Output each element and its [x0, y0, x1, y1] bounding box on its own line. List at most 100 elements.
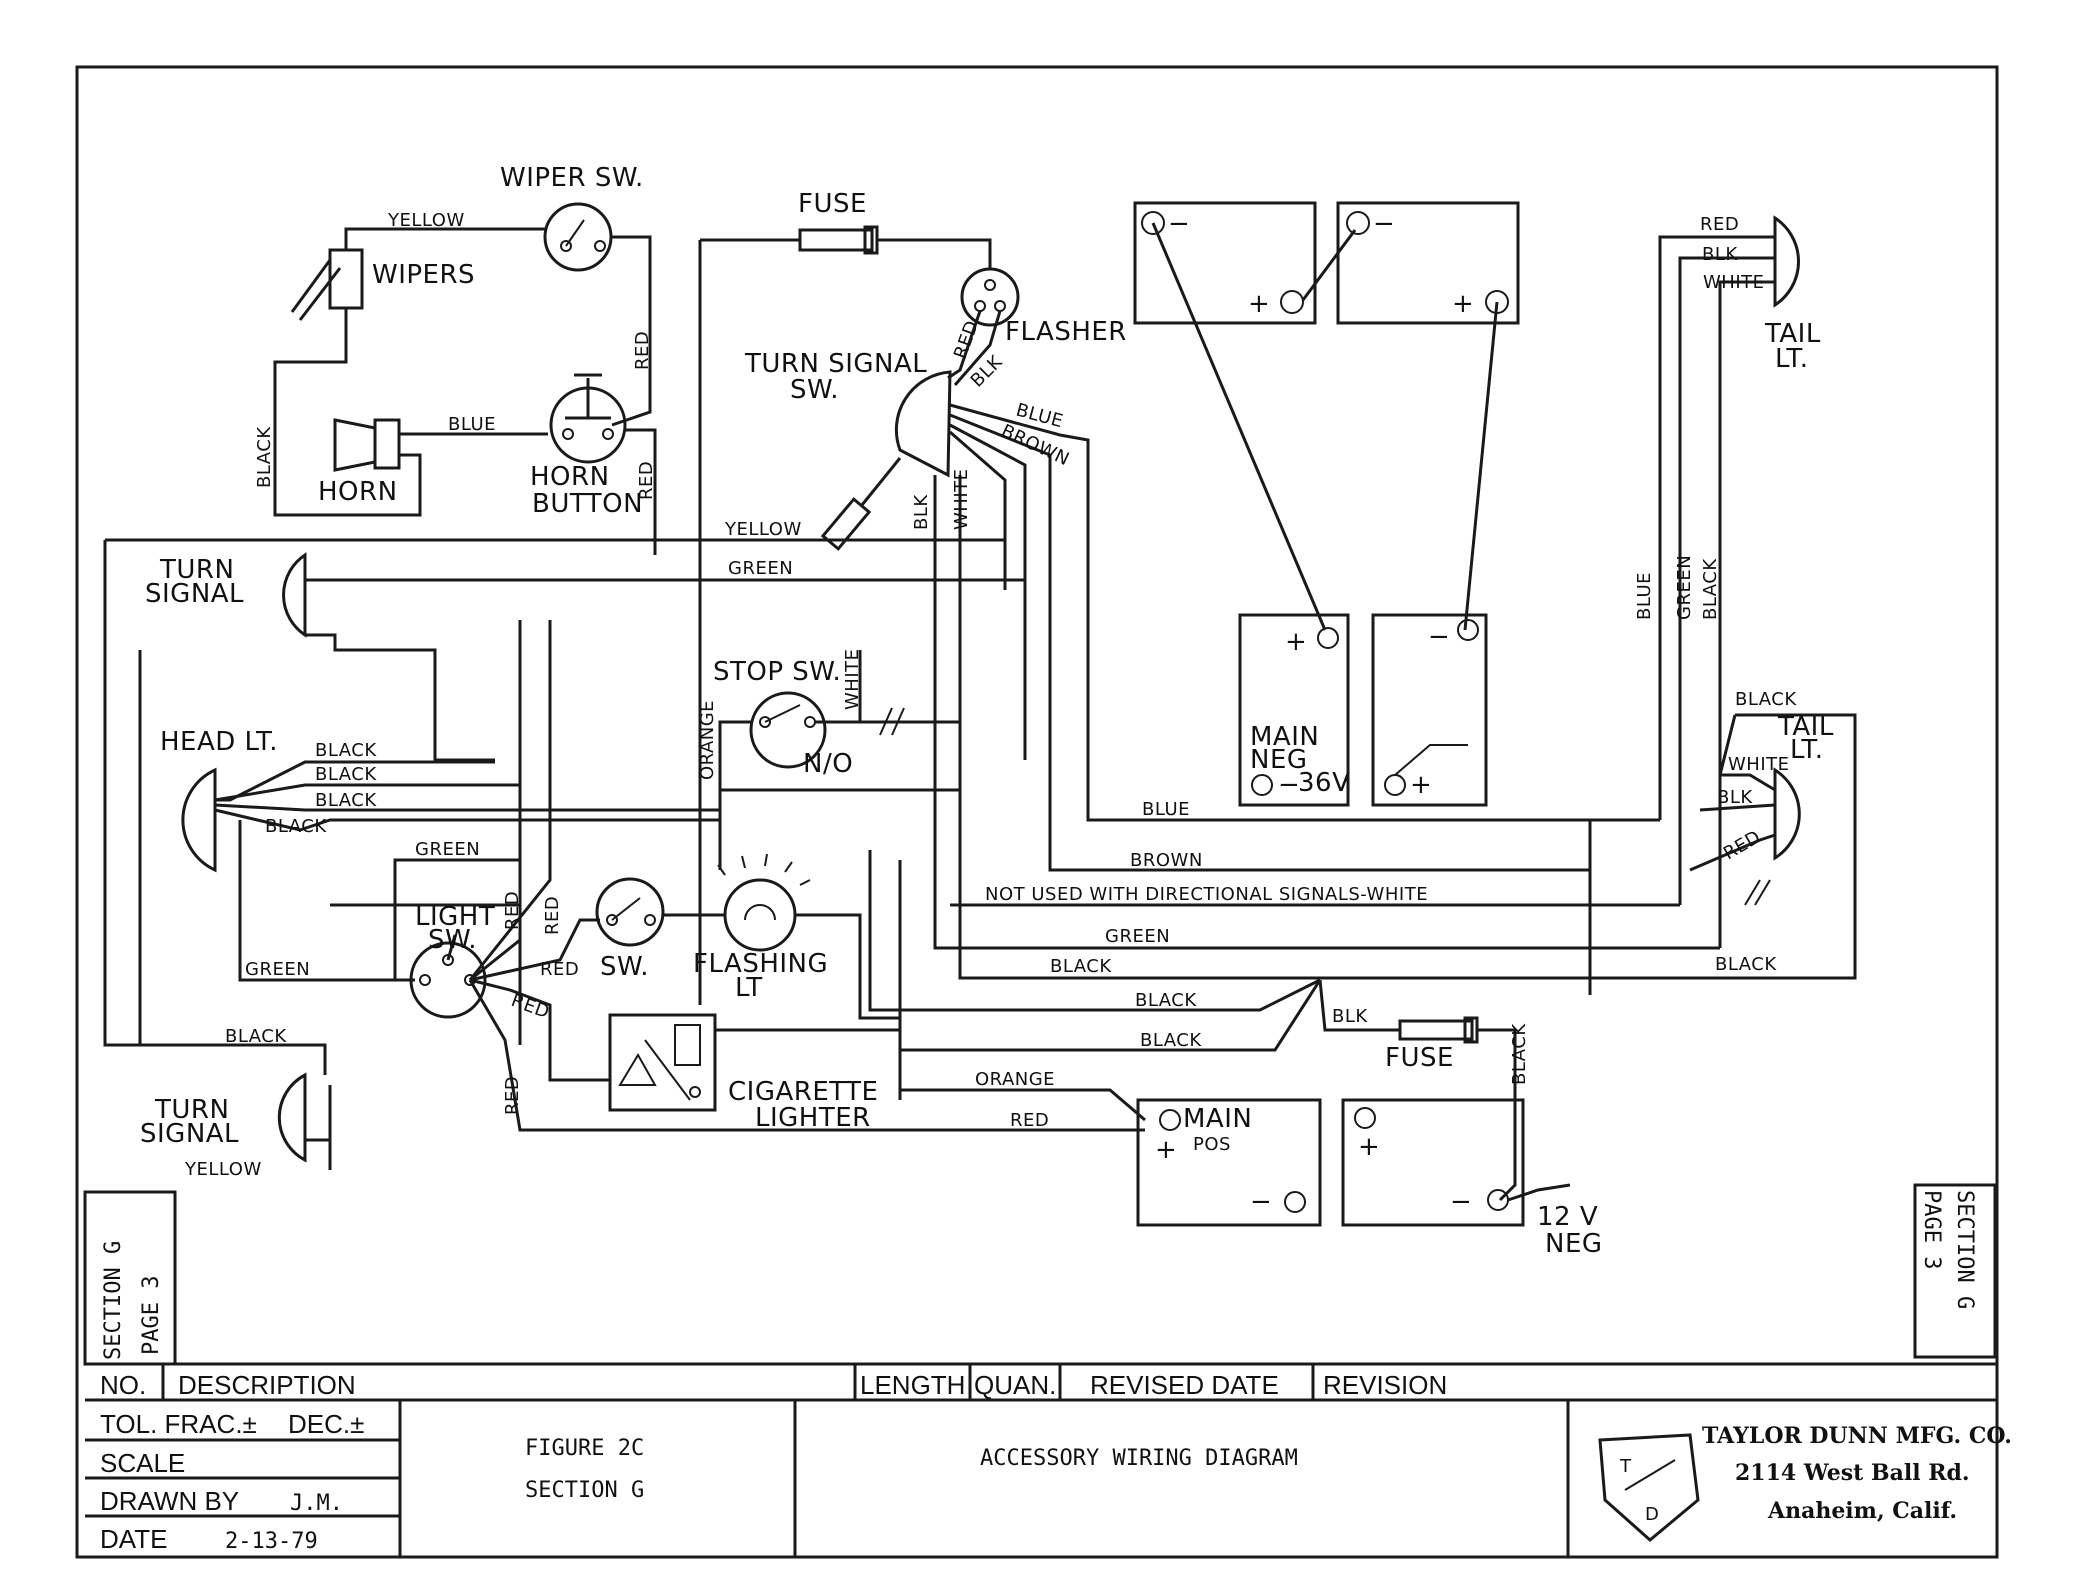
battery-main-right-plus: +: [1410, 770, 1432, 800]
tb-header-description: DESCRIPTION: [178, 1370, 356, 1400]
wire-label-red-horn-2: RED: [636, 461, 657, 500]
no-label: N/O: [803, 749, 853, 779]
wire-label-blk-tail2: BLK: [1717, 787, 1753, 808]
main-neg-label-2: NEG: [1250, 745, 1308, 775]
wire-label-white-stop: WHITE: [842, 648, 863, 710]
wire-label-red-tail: RED: [1700, 214, 1739, 235]
wire-label-blue-run: BLUE: [1142, 799, 1190, 820]
light-sw-label-2: SW.: [428, 925, 477, 955]
wire-black-run: [958, 630, 1857, 980]
cigarette-lighter-label-1: CIGARETTE: [728, 1077, 878, 1107]
cigarette-lighter: CIGARETTE LIGHTER: [608, 1013, 878, 1133]
wire-red-ls-2: [468, 620, 552, 981]
break-mark-3: [1744, 879, 1761, 906]
wire-label-white-tail: WHITE: [1703, 272, 1765, 293]
wire-label-black-vert: BLACK: [1700, 558, 1721, 620]
battery-12v: + −: [1341, 1098, 1525, 1227]
flashing-light: FLASHING LT: [693, 853, 828, 1003]
wire-label-black-run: BLACK: [1050, 956, 1112, 977]
main-neg-label-3: 36V: [1298, 768, 1350, 798]
wiper-sw-label: WIPER SW.: [500, 163, 644, 193]
wire-label-green-ls-top: GREEN: [415, 839, 480, 860]
fuse-top-label: FUSE: [798, 189, 867, 219]
side-label-left: SECTION G PAGE 3: [83, 1190, 177, 1366]
side-right-page: PAGE 3: [1919, 1190, 1944, 1269]
flasher-label: FLASHER: [1005, 317, 1127, 347]
wire-label-black-left: BLACK: [254, 426, 275, 488]
battery-main-neg-minus: −: [1278, 770, 1300, 800]
wire-label-green-ls-left: GREEN: [245, 959, 310, 980]
tail-light-top: TAIL LT.: [1764, 215, 1820, 374]
wire-brown-ts: [949, 413, 1590, 872]
wire-label-yellow-wiper: YELLOW: [387, 210, 465, 231]
wire-label-black-hl-3: BLACK: [315, 790, 377, 811]
wire-label-black-run-right: BLACK: [1715, 954, 1777, 975]
wire-label-white-ts: WHITE: [951, 468, 972, 530]
wire-flash-return: [795, 913, 900, 1020]
wire-label-orange-main: ORANGE: [975, 1069, 1055, 1090]
tb-title: ACCESSORY WIRING DIAGRAM: [980, 1446, 1298, 1471]
wire-battery-36v-neg: [1463, 301, 1499, 631]
battery-top-2-plus: +: [1452, 289, 1474, 319]
wire-red-flasher: [947, 310, 982, 380]
turn-signal-top-label-1: TURN: [159, 555, 234, 585]
battery-12v-plus: +: [1358, 1132, 1380, 1162]
turn-signal-sw-label-1: TURN SIGNAL: [744, 349, 927, 379]
title-block: NO. DESCRIPTION LENGTH QUAN. REVISED DAT…: [85, 1362, 2012, 1557]
wire-label-blk-fuse: BLK: [1332, 1006, 1368, 1027]
tail-lt-right-label-2: LT.: [1790, 735, 1823, 765]
main-pos-label-1: MAIN: [1183, 1104, 1252, 1134]
battery-main-pos: MAIN + POS −: [1136, 1098, 1322, 1227]
wire-label-blk-ts: BLK: [911, 494, 932, 530]
flasher: FLASHER: [960, 267, 1127, 347]
wire-label-not-used: NOT USED WITH DIRECTIONAL SIGNALS-WHITE: [985, 884, 1428, 905]
head-light: HEAD LT.: [160, 727, 278, 873]
tail-lt-right-label-1: TAIL: [1777, 712, 1834, 742]
wire-red-main: [468, 979, 1145, 1132]
wire-label-blue-horn: BLUE: [448, 414, 496, 435]
tb-date-label: DATE: [100, 1524, 167, 1554]
flashing-lt-label-2: LT: [735, 973, 763, 1003]
wire-label-black-hl-4: BLACK: [265, 816, 327, 837]
wire-label-black-ts-bottom: BLACK: [225, 1026, 287, 1047]
wire-label-black-fuse-2: BLACK: [1140, 1030, 1202, 1051]
wire-label-white-tail2: WHITE: [1728, 754, 1790, 775]
tb-header-length: LENGTH: [860, 1370, 965, 1400]
side-left-section: SECTION G: [101, 1241, 126, 1360]
horn-label: HORN: [318, 477, 398, 507]
battery-12v-minus: −: [1450, 1187, 1472, 1217]
tb-drawn-by-label: DRAWN BY: [100, 1486, 239, 1516]
wire-label-yellow-ts-bottom: YELLOW: [184, 1159, 262, 1180]
wire-blue-vert: [1658, 235, 1700, 820]
horn-button-label-2: BUTTON: [532, 489, 643, 519]
wire-red-tail2: [1689, 833, 1776, 872]
tb-scale: SCALE: [100, 1448, 185, 1478]
svg-text:T: T: [1619, 1456, 1632, 1477]
turn-signal-switch: TURN SIGNAL SW.: [744, 349, 952, 551]
battery-top-1-plus: +: [1248, 289, 1270, 319]
wire-label-black-hl-2: BLACK: [315, 764, 377, 785]
wipers-label: WIPERS: [372, 260, 475, 290]
wire-black-fuse-v: [1477, 1028, 1517, 1202]
battery-top-1: − +: [1133, 201, 1317, 325]
break-mark-1: [879, 707, 893, 736]
side-left-page: PAGE 3: [139, 1276, 164, 1355]
wire-blk-fuse: [1318, 979, 1400, 1032]
wire-12v-neg: [1507, 1183, 1571, 1202]
turn-signal-bottom-label-1: TURN: [154, 1095, 229, 1125]
stop-switch: STOP SW. N/O: [713, 657, 853, 779]
side-right-section: SECTION G: [1952, 1190, 1977, 1309]
light-switch: LIGHT SW.: [409, 902, 495, 1019]
wire-ts-top-down: [305, 633, 495, 762]
wire-label-green-vert: GREEN: [1674, 555, 1695, 620]
fuse-bottom: FUSE: [1385, 1016, 1479, 1073]
break-mark-2: [891, 707, 905, 736]
wire-ts-3: [949, 423, 1027, 760]
wire-hl-3: [214, 803, 720, 812]
wire-battery-link: [1301, 229, 1357, 301]
wire-label-red-main: RED: [1010, 1110, 1049, 1131]
wire-label-red-tail2: RED: [1720, 827, 1764, 865]
horn-button: HORN BUTTON: [530, 373, 643, 519]
wire-label-blk-flasher: BLK: [967, 351, 1008, 392]
turn-signal-top-lamp: TURN SIGNAL: [145, 552, 307, 638]
